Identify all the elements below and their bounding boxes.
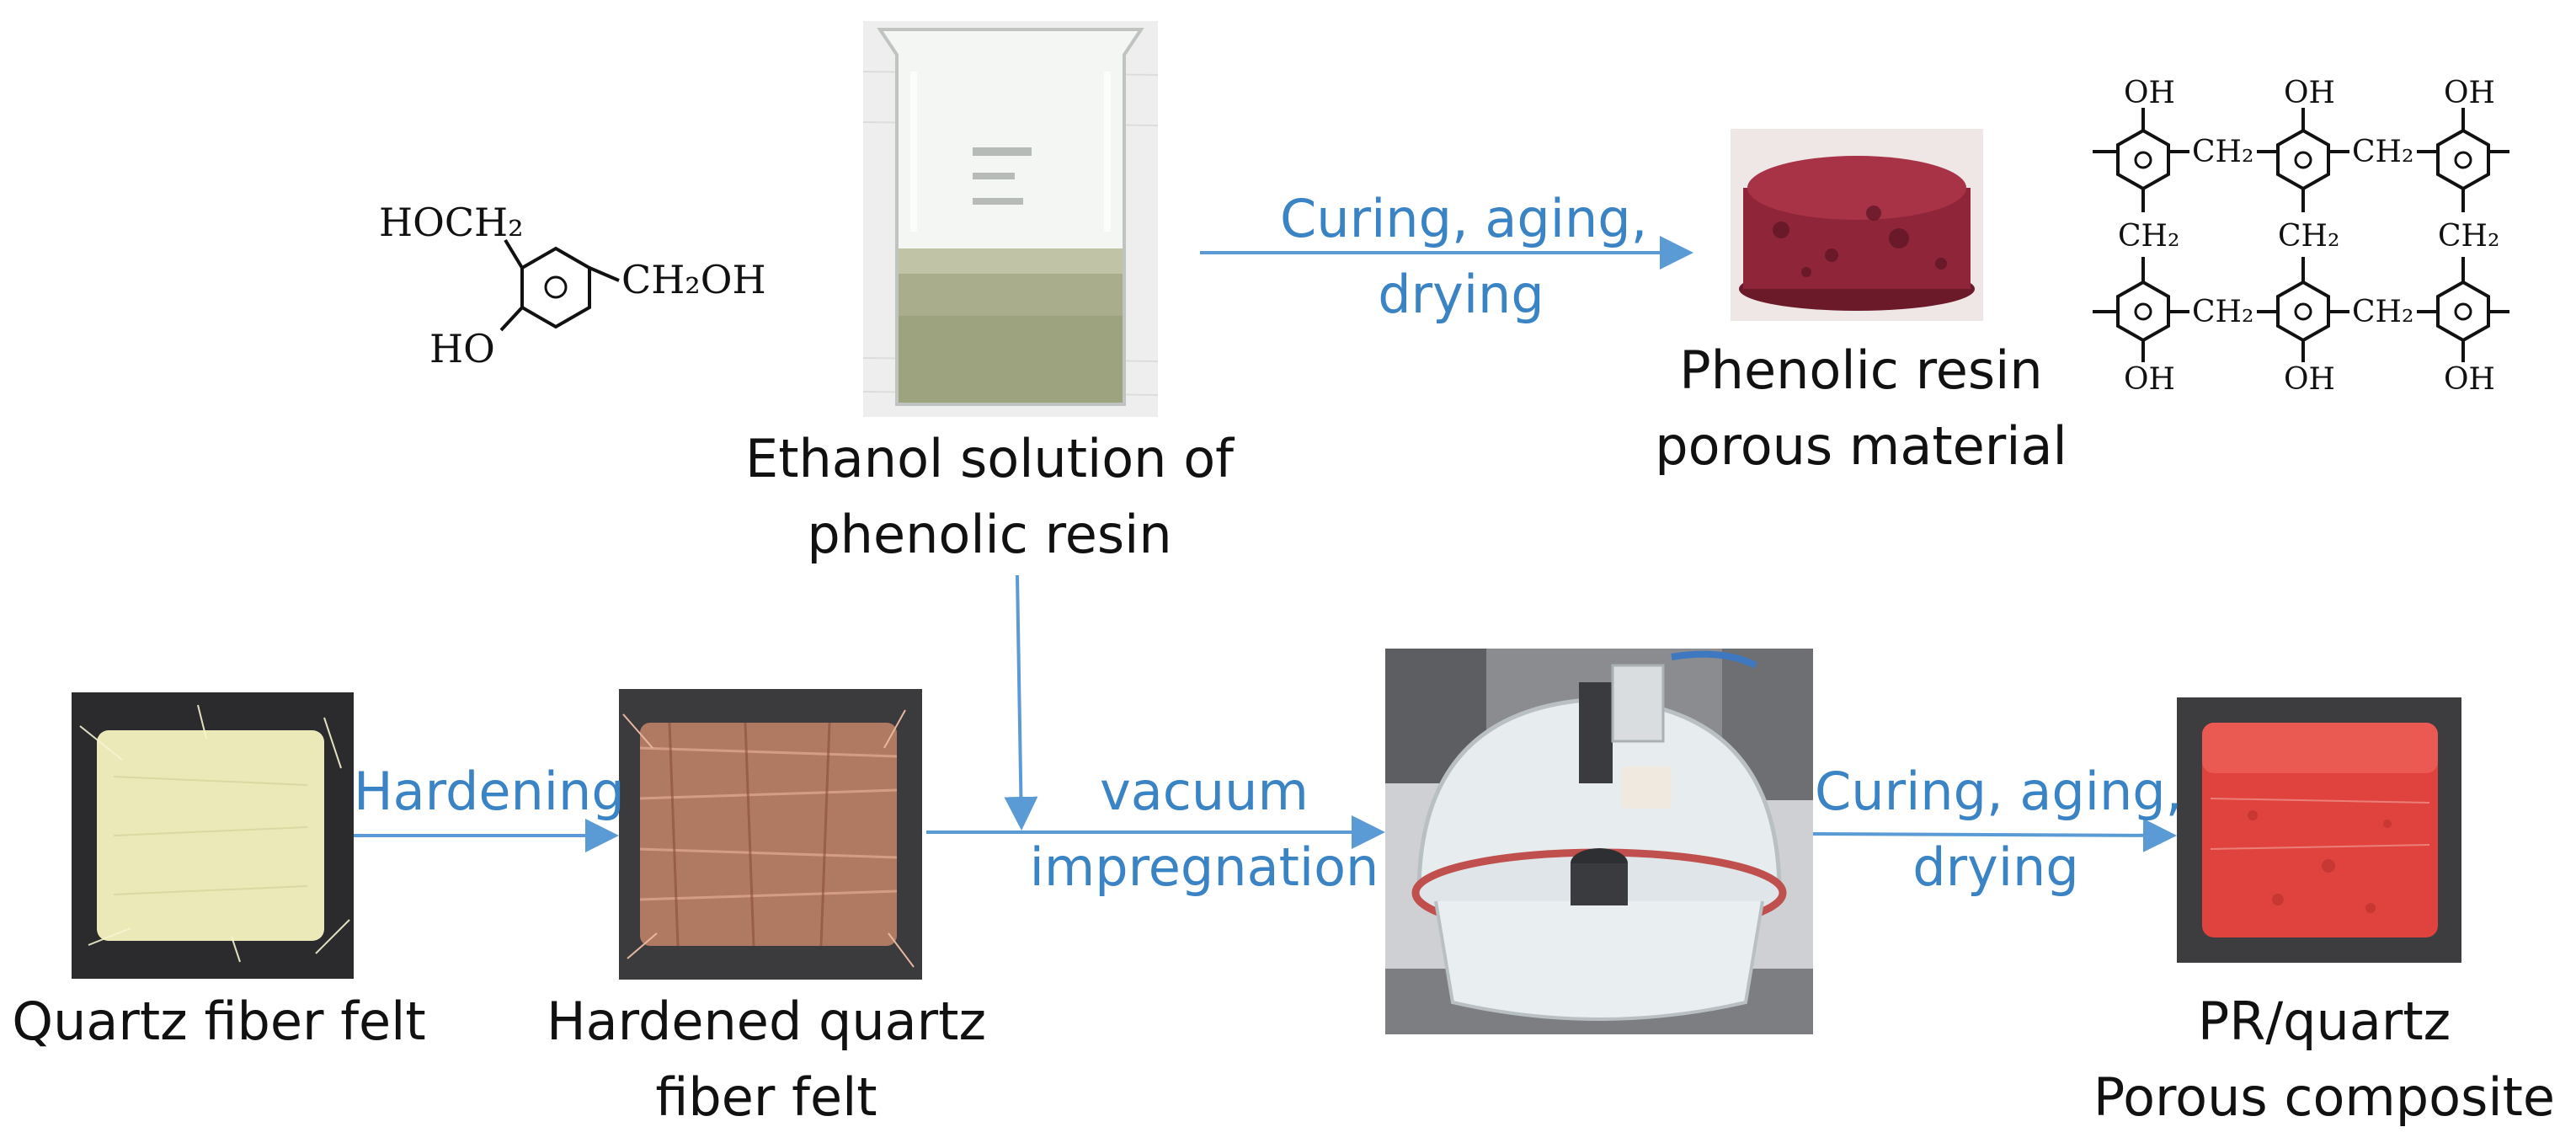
label-phenolic-line1: Phenolic resin	[1679, 339, 2043, 401]
oh-bot-1: OH	[2124, 362, 2175, 397]
oh-bot-3: OH	[2444, 362, 2495, 397]
step-vacuum: vacuum impregnation	[1023, 754, 1385, 905]
label-composite: PR/quartz Porous composite	[2088, 984, 2560, 1135]
step-curing-top: Curing, aging, drying	[1280, 181, 1648, 333]
step-hardening-line1: Hardening	[354, 761, 625, 822]
arrow-down-solution	[1004, 574, 1038, 831]
ch2-top-1: CH₂	[2192, 135, 2253, 169]
step-curing-bottom-line2: drying	[1912, 836, 2079, 898]
oh-top-2: OH	[2284, 76, 2335, 110]
hoch2-label: HOCH₂	[379, 200, 524, 245]
phenolic-resin-porous-photo	[1731, 129, 1983, 321]
label-quartz-felt: Quartz fiber felt	[4, 984, 434, 1060]
label-ethanol-line2: phenolic resin	[807, 503, 1172, 565]
hardened-felt-photo	[619, 689, 922, 980]
ch2oh-label: CH₂OH	[621, 257, 766, 302]
label-hardened-line1: Hardened quartz	[546, 991, 986, 1052]
label-phenolic-porous: Phenolic resin porous material	[1642, 333, 2080, 484]
label-composite-line1: PR/quartz	[2197, 991, 2451, 1052]
polymer-text: OH OH OH CH₂ CH₂ CH₂ CH₂ CH₂ CH₂ CH₂ OH …	[2118, 76, 2499, 397]
ch2-mid-1: CH₂	[2118, 219, 2179, 254]
polymer-structure	[2093, 108, 2509, 362]
oh-bot-2: OH	[2284, 362, 2335, 397]
label-ethanol-line1: Ethanol solution of	[745, 428, 1234, 489]
ch2-mid-3: CH₂	[2438, 219, 2499, 254]
label-hardened-felt: Hardened quartz fiber felt	[539, 984, 994, 1135]
label-phenolic-line2: porous material	[1655, 414, 2067, 477]
step-curing-top-line1: Curing, aging,	[1280, 188, 1648, 249]
ho-label: HO	[429, 326, 495, 371]
vacuum-desiccator-photo	[1385, 649, 1813, 1034]
label-quartz-line1: Quartz fiber felt	[12, 991, 426, 1052]
step-curing-bottom: Curing, aging, drying	[1815, 754, 2183, 905]
oh-top-3: OH	[2444, 76, 2495, 110]
arrow-bottom-curing	[1812, 818, 2177, 852]
ch2-top-2: CH₂	[2352, 135, 2413, 169]
ch2-bot-2: CH₂	[2352, 295, 2413, 329]
oh-top-1: OH	[2124, 76, 2175, 110]
step-vacuum-line1: vacuum	[1100, 761, 1309, 822]
step-hardening: Hardening	[354, 754, 625, 830]
step-vacuum-line2: impregnation	[1029, 836, 1379, 898]
step-curing-top-line2: drying	[1378, 263, 1544, 325]
beaker-photo	[863, 21, 1158, 417]
ch2-bot-1: CH₂	[2192, 295, 2253, 329]
label-ethanol-solution: Ethanol solution of phenolic resin	[733, 421, 1246, 573]
label-hardened-line2: fiber felt	[655, 1066, 877, 1128]
step-curing-bottom-line1: Curing, aging,	[1815, 761, 2183, 822]
monomer-structure: HOCH₂ CH₂OH HO	[379, 200, 766, 371]
ch2-mid-2: CH₂	[2278, 219, 2339, 254]
quartz-fiber-felt-photo	[72, 692, 354, 979]
label-composite-line2: Porous composite	[2093, 1066, 2556, 1128]
pr-quartz-composite-photo	[2177, 697, 2461, 963]
